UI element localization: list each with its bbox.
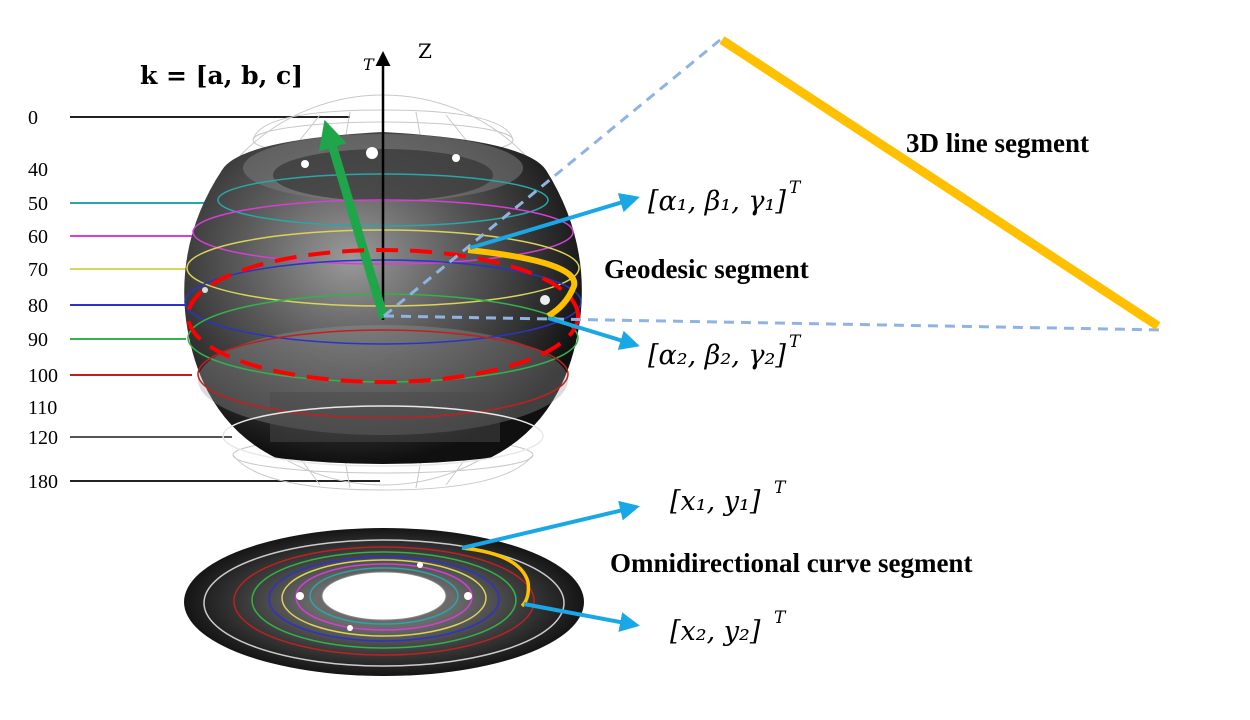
pointer-arrow-sphere-1 — [469, 193, 640, 250]
pointer-arrow-image-1 — [461, 500, 640, 550]
svg-text:T: T — [363, 55, 375, 74]
latitude-tick-label: 70 — [28, 259, 48, 281]
sphere-point-2-label: [α₂, β₂, γ₂] T — [648, 332, 802, 371]
latitude-tick-label: 50 — [28, 193, 48, 215]
latitude-tick-label: 80 — [28, 295, 48, 317]
omnidirectional-curve-segment — [461, 546, 531, 608]
latitude-tick-label: 100 — [28, 365, 58, 387]
3d-line-segment — [719, 36, 1161, 330]
pointer-arrow-image-2 — [523, 602, 640, 632]
svg-text:[α₂, β₂, γ₂]: [α₂, β₂, γ₂] — [648, 340, 786, 371]
latitude-tick-label: 90 — [28, 329, 48, 351]
svg-text:[x₂, y₂]: [x₂, y₂] — [670, 616, 761, 647]
3d-line-label: 3D line segment — [906, 128, 1089, 158]
svg-text:T: T — [789, 332, 802, 352]
svg-text:[α₁, β₁, γ₁]: [α₁, β₁, γ₁] — [648, 186, 786, 217]
svg-text:[x₁, y₁]: [x₁, y₁] — [670, 486, 761, 517]
latitude-tick-label: 110 — [28, 397, 57, 419]
svg-text:T: T — [789, 178, 802, 198]
omni-curve-label: Omnidirectional curve segment — [610, 548, 972, 578]
image-point-2-label: [x₂, y₂] T — [670, 608, 787, 647]
svg-text:k = [a, b, c]: k = [a, b, c] — [140, 61, 303, 90]
latitude-tick-label: 180 — [28, 471, 58, 493]
geodesic-segment — [467, 247, 578, 319]
great-circle-dashed — [186, 248, 580, 384]
latitude-tick-label: 0 — [28, 107, 38, 129]
svg-text:T: T — [774, 478, 787, 498]
projection-rays — [383, 38, 1166, 332]
sphere-point-1-label: [α₁, β₁, γ₁] T — [648, 178, 802, 217]
k-vector-label: k = [a, b, c] T — [140, 55, 375, 90]
pointer-arrow-sphere-2 — [547, 316, 640, 350]
latitude-scale: 0 40 50 60 70 80 90 100 110 120 180 — [28, 107, 380, 493]
geodesic-label: Geodesic segment — [604, 254, 809, 284]
latitude-tick-label: 40 — [28, 159, 48, 181]
image-point-1-label: [x₁, y₁] T — [670, 478, 787, 517]
z-axis-label: Z — [418, 39, 432, 63]
normal-vector-arrow — [319, 119, 389, 320]
latitude-tick-label: 60 — [28, 226, 48, 248]
latitude-tick-label: 120 — [28, 427, 58, 449]
omnidirectional-image — [184, 528, 584, 676]
svg-text:T: T — [774, 608, 787, 628]
